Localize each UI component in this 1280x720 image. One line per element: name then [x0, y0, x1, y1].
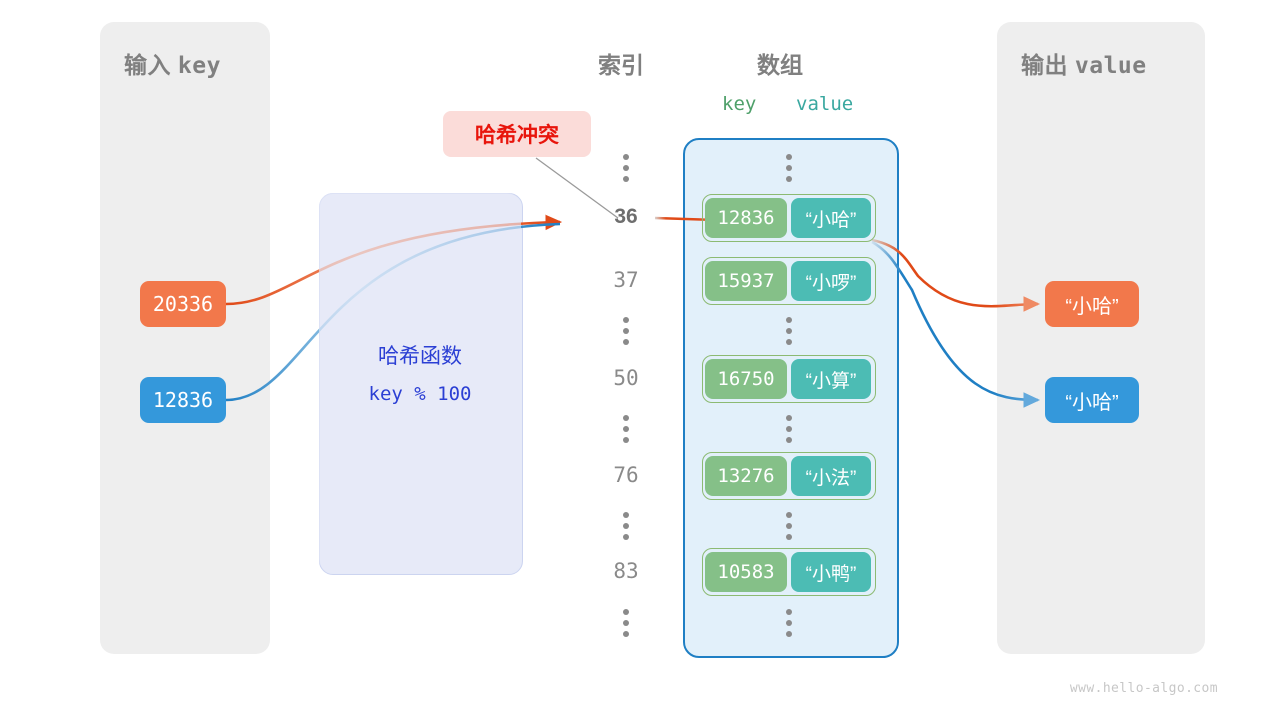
output-panel-title: 输出 value [1021, 46, 1147, 80]
array-ellipsis [784, 415, 794, 443]
index-ellipsis [621, 415, 631, 443]
wire-collision-leader [535, 157, 619, 219]
output-panel [997, 22, 1205, 654]
output-panel-title-cn: 输出 [1021, 52, 1068, 78]
array-entry-37: 15937“小啰” [702, 257, 876, 305]
array-entry-50: 16750“小算” [702, 355, 876, 403]
input-panel-title: 输入 key [124, 46, 221, 80]
input-key-value-1: 12836 [152, 388, 214, 412]
hash-function-label: 哈希函数 [378, 345, 462, 368]
array-ellipsis [784, 512, 794, 540]
hash-collision-badge: 哈希冲突 [443, 111, 591, 157]
index-label-50: 50 [613, 366, 639, 390]
index-ellipsis [621, 154, 631, 182]
entry-key-36: 12836 [705, 198, 787, 238]
hash-function-formula: key % 100 [368, 383, 472, 405]
entry-value-37: “小啰” [791, 261, 871, 301]
index-column-header: 索引 [598, 52, 644, 78]
entry-value-36: “小哈” [791, 198, 871, 238]
entry-key-83: 10583 [705, 552, 787, 592]
key-sub-header: key [722, 93, 757, 115]
index-ellipsis [621, 609, 631, 637]
entry-value-83: “小鸭” [791, 552, 871, 592]
index-ellipsis [621, 512, 631, 540]
entry-key-76: 13276 [705, 456, 787, 496]
index-label-37: 37 [613, 268, 639, 292]
wire-value-to-output-blue [871, 240, 1041, 408]
output-value-0: “小哈” [1065, 295, 1119, 318]
array-ellipsis [784, 154, 794, 182]
output-value-1: “小哈” [1065, 391, 1119, 414]
output-value-pill-1: “小哈” [1045, 377, 1139, 423]
entry-value-50: “小算” [791, 359, 871, 399]
input-panel-title-mono: key [177, 53, 221, 79]
array-ellipsis [784, 609, 794, 637]
input-key-pill-0: 20336 [140, 281, 226, 327]
index-label-36: 36 [614, 205, 638, 228]
array-entry-36: 12836“小哈” [702, 194, 876, 242]
input-panel-title-cn: 输入 [124, 52, 171, 78]
entry-value-76: “小法” [791, 456, 871, 496]
array-ellipsis [784, 317, 794, 345]
array-column-header: 数组 [757, 52, 803, 78]
watermark: www.hello-algo.com [1069, 681, 1218, 696]
entry-key-37: 15937 [705, 261, 787, 301]
array-entry-83: 10583“小鸭” [702, 548, 876, 596]
output-panel-title-mono: value [1074, 53, 1147, 79]
wire-value-to-output-orange [871, 238, 1041, 312]
output-value-pill-0: “小哈” [1045, 281, 1139, 327]
hash-collision-label: 哈希冲突 [475, 124, 559, 147]
value-sub-header: value [796, 93, 854, 115]
input-panel [100, 22, 270, 654]
index-label-76: 76 [613, 463, 639, 487]
entry-key-50: 16750 [705, 359, 787, 399]
array-entry-76: 13276“小法” [702, 452, 876, 500]
input-key-pill-1: 12836 [140, 377, 226, 423]
input-key-value-0: 20336 [152, 292, 214, 316]
index-ellipsis [621, 317, 631, 345]
index-label-83: 83 [613, 559, 639, 583]
